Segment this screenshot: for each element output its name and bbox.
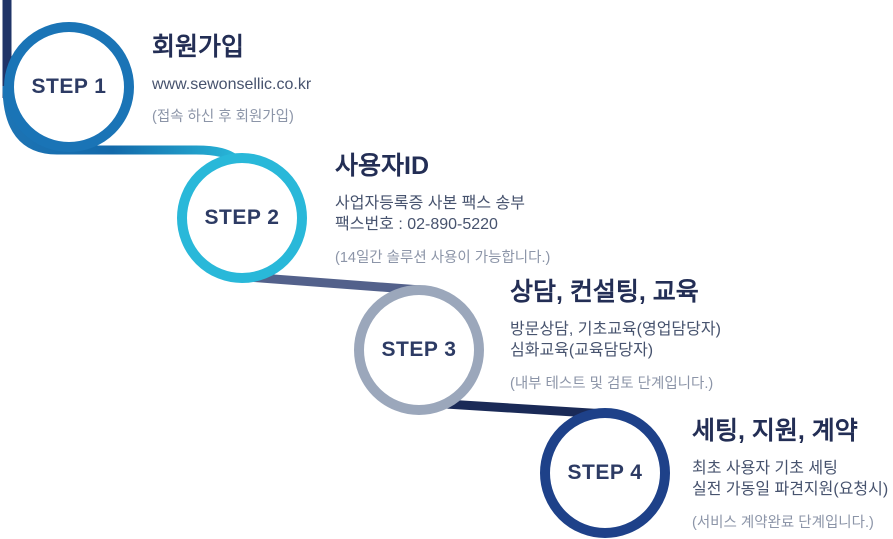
step-1-description-line-1: www.sewonsellic.co.kr [152, 75, 312, 93]
step-2-description-line-2: 팩스번호 : 02-890-5220 [335, 216, 498, 234]
step-4-note: (서비스 계약완료 단계입니다.) [692, 514, 874, 531]
step-2-description-line-1: 사업자등록증 사본 팩스 송부 [335, 194, 525, 212]
connector-step3-to-step4 [429, 398, 607, 419]
step-2-text-block: 사용자ID 사업자등록증 사본 팩스 송부 팩스번호 : 02-890-5220… [335, 152, 550, 267]
step-2-label: STEP 2 [204, 206, 280, 229]
step-2-note: (14일간 솔루션 사용이 가능합니다.) [335, 249, 551, 266]
step-2-description: 사업자등록증 사본 팩스 송부 팩스번호 : 02-890-5220 [335, 193, 550, 236]
step-4-text-block: 세팅, 지원, 계약 최초 사용자 기초 세팅 실전 가동일 파견지원(요청시)… [692, 417, 888, 532]
step-3-text-block: 상담, 컨설팅, 교육 방문상담, 기초교육(영업담당자) 심화교육(교육담당자… [510, 278, 721, 393]
step-4-title: 세팅, 지원, 계약 [692, 417, 858, 445]
step-1-title: 회원가입 [152, 33, 245, 61]
step-3-description: 방문상담, 기초교육(영업담당자) 심화교육(교육담당자) [510, 319, 721, 362]
step-2-title: 사용자ID [335, 152, 430, 180]
step-1-note: (접속 하신 후 회원가입) [152, 109, 294, 126]
step-4-description: 최초 사용자 기초 세팅 실전 가동일 파견지원(요청시) [692, 458, 888, 501]
step-3-circle [354, 285, 484, 415]
step-3-note: (내부 테스트 및 검토 단계입니다.) [510, 375, 714, 392]
step-1-circle [4, 22, 134, 152]
step-3-description-line-1: 방문상담, 기초교육(영업담당자) [510, 320, 721, 338]
step-3-label: STEP 3 [381, 338, 457, 361]
step-1-description: www.sewonsellic.co.kr [152, 74, 311, 95]
step-4-description-line-1: 최초 사용자 기초 세팅 [692, 459, 838, 477]
step-4-description-line-2: 실전 가동일 파견지원(요청시) [692, 481, 889, 499]
step-3-title: 상담, 컨설팅, 교육 [510, 278, 699, 306]
step-1-text-block: 회원가입 www.sewonsellic.co.kr (접속 하신 후 회원가입… [152, 33, 311, 126]
connector-step2-to-step3 [246, 272, 422, 295]
step-1-label: STEP 1 [31, 75, 107, 98]
step-3-description-line-2: 심화교육(교육담당자) [510, 342, 654, 360]
step-4-circle [540, 408, 670, 538]
step-4-label: STEP 4 [567, 461, 643, 484]
step-2-circle [177, 153, 307, 283]
